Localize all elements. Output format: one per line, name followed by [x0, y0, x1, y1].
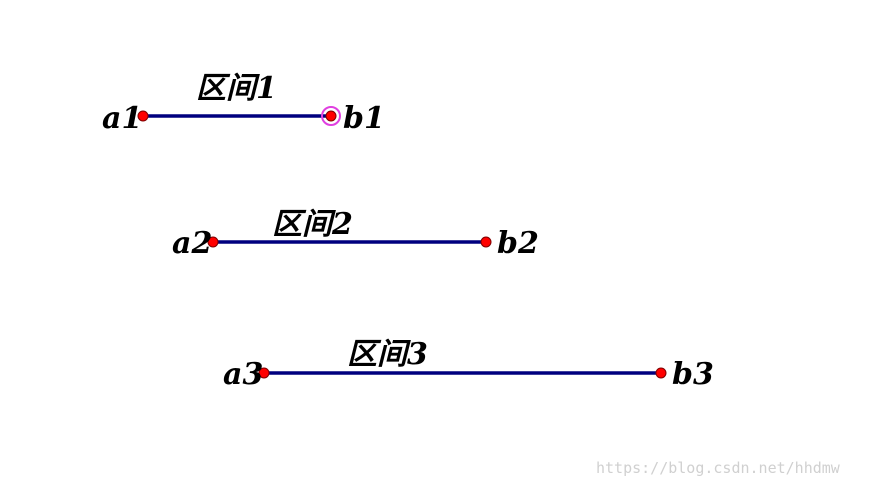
- point-a2[interactable]: [207, 236, 219, 248]
- label-b2: b2: [497, 226, 539, 261]
- label-a2: a2: [172, 226, 212, 261]
- interval-1-title: 区间1: [196, 71, 277, 106]
- interval-2-title: 区间2: [272, 207, 353, 242]
- interval-3: 区间3 a3 b3: [223, 337, 714, 392]
- point-a3[interactable]: [258, 367, 270, 379]
- label-b3: b3: [672, 357, 714, 392]
- label-a3: a3: [223, 357, 263, 392]
- label-b1: b1: [343, 101, 385, 136]
- interval-1: 区间1 a1 b1: [102, 71, 385, 136]
- point-b2[interactable]: [480, 236, 492, 248]
- point-b3[interactable]: [655, 367, 667, 379]
- interval-2: 区间2 a2 b2: [172, 207, 539, 261]
- interval-3-title: 区间3: [347, 337, 428, 372]
- label-a1: a1: [102, 101, 142, 136]
- point-a1[interactable]: [137, 110, 149, 122]
- watermark-url: https://blog.csdn.net/hhdmw: [596, 459, 841, 477]
- selection-ring-b1: [321, 106, 341, 126]
- point-b1[interactable]: [325, 110, 337, 122]
